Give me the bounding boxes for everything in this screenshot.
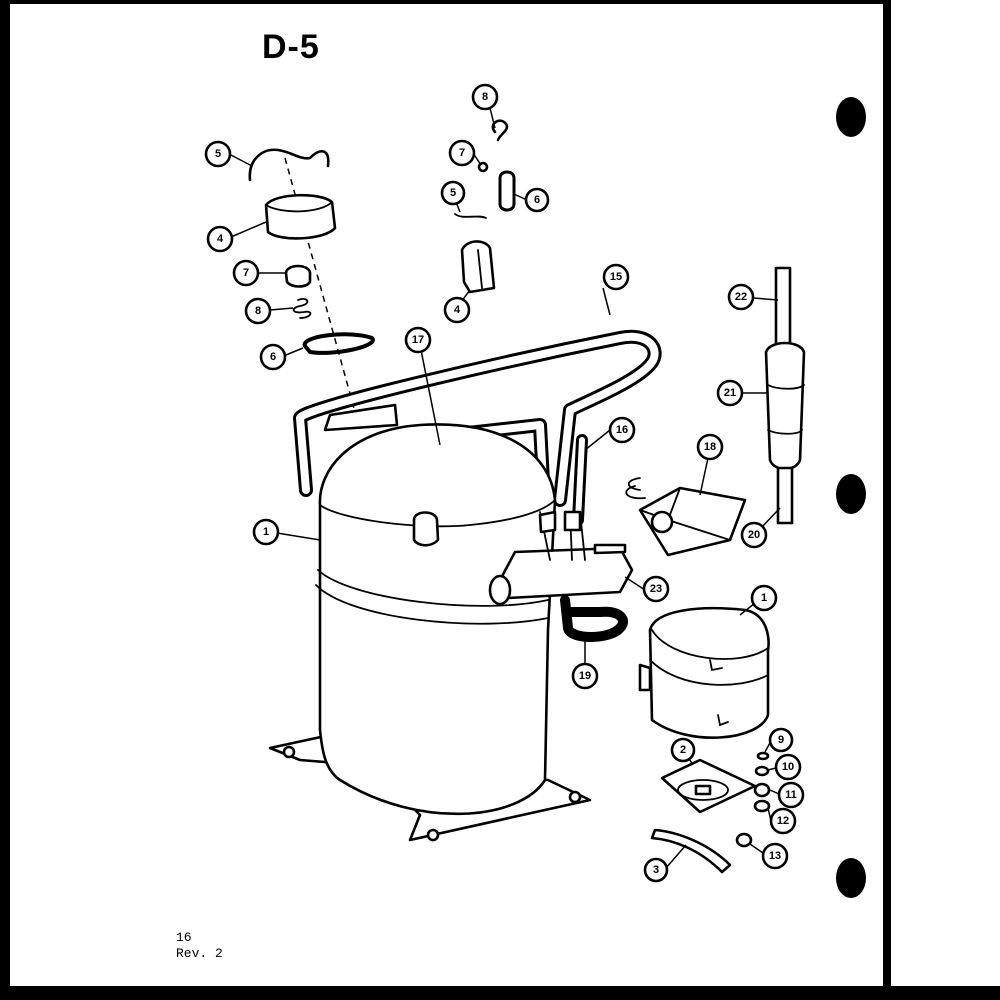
ring-clip: [498, 170, 516, 212]
svg-text:1: 1: [761, 592, 767, 604]
svg-text:16: 16: [616, 424, 628, 436]
callout-11-nut: 11: [777, 781, 805, 809]
svg-text:6: 6: [270, 351, 276, 363]
svg-text:19: 19: [579, 670, 591, 682]
callout-23-manifold: 23: [642, 575, 670, 603]
grommet-small: [753, 799, 771, 813]
svg-text:20: 20: [748, 529, 760, 541]
callout-13-bolt: 13: [761, 842, 789, 870]
callout-22-tube: 22: [727, 283, 755, 311]
relay: [625, 477, 747, 557]
callout-9-washer: 9: [768, 727, 794, 753]
discharge-tubing: [293, 329, 662, 507]
callout-19-return: 19: [571, 662, 599, 690]
callout-7-grommet: 7: [232, 259, 260, 287]
washer-1: [756, 751, 770, 761]
callout-16-process: 16: [608, 416, 636, 444]
svg-text:3: 3: [653, 864, 659, 876]
return-tube: [560, 595, 628, 642]
margin-strip: [891, 0, 1000, 1000]
callout-10-washer: 10: [774, 753, 802, 781]
callout-12-grommet: 12: [769, 807, 797, 835]
svg-text:4: 4: [454, 304, 461, 316]
diagram-title: D-5: [262, 28, 320, 66]
callout-1-compressor: 1: [252, 518, 280, 546]
svg-text:4: 4: [217, 233, 224, 245]
svg-text:21: 21: [724, 387, 736, 399]
gasket: [302, 332, 375, 355]
terminal-cover: [264, 193, 337, 240]
process-tube: [572, 434, 588, 526]
binder-hole-middle: [836, 474, 866, 514]
callout-8-hook: 8: [471, 83, 499, 111]
svg-text:8: 8: [482, 91, 488, 103]
callout-18-relay: 18: [696, 433, 724, 461]
filter-drier: [764, 266, 806, 525]
replacement-compressor: [638, 606, 770, 739]
callout-21-drier: 21: [716, 379, 744, 407]
svg-text:23: 23: [650, 583, 662, 595]
boot-cover: [460, 240, 496, 294]
grommet: [284, 264, 312, 288]
right-border: [883, 0, 891, 1000]
callout-6-ring-clip: 6: [524, 187, 550, 213]
retaining-clip: [248, 148, 330, 182]
left-border: [0, 0, 10, 1000]
compressor-shell: [268, 403, 592, 842]
callout-5-clip: 5: [204, 140, 232, 168]
svg-text:6: 6: [534, 194, 540, 206]
svg-text:9: 9: [778, 734, 784, 746]
svg-text:15: 15: [610, 271, 622, 283]
svg-text:8: 8: [255, 305, 261, 317]
spring: [292, 298, 312, 319]
wire-clip: [454, 213, 487, 219]
binder-hole-bottom: [836, 858, 866, 898]
callout-2-bracket: 2: [670, 737, 696, 763]
revision-label: Rev. 2: [176, 946, 223, 961]
svg-text:5: 5: [450, 187, 456, 199]
bottom-border: [0, 986, 1000, 1000]
svg-text:22: 22: [735, 291, 747, 303]
svg-text:7: 7: [243, 267, 249, 279]
svg-text:12: 12: [777, 815, 789, 827]
svg-text:1: 1: [263, 526, 269, 538]
svg-text:5: 5: [215, 148, 221, 160]
mounting-bracket: [660, 758, 757, 814]
callout-4-boot: 4: [443, 296, 471, 324]
callout-4-cover: 4: [206, 225, 234, 253]
washer-2: [754, 765, 770, 777]
callout-1-replacement: 1: [750, 584, 778, 612]
svg-text:10: 10: [782, 761, 794, 773]
top-border: [0, 0, 1000, 4]
hook: [491, 119, 509, 142]
manifold-tube: [488, 510, 634, 606]
callout-6-gasket: 6: [259, 343, 287, 371]
callout-20-tube: 20: [740, 521, 768, 549]
callout-3-strap: 3: [643, 857, 669, 883]
svg-text:2: 2: [680, 744, 686, 756]
page-number: 16: [176, 930, 192, 945]
callout-7-screw: 7: [448, 139, 476, 167]
strap: [650, 828, 732, 874]
svg-text:7: 7: [459, 147, 465, 159]
svg-text:11: 11: [785, 789, 797, 801]
callout-8-spring: 8: [244, 297, 272, 325]
svg-text:17: 17: [412, 334, 424, 346]
nut: [753, 782, 771, 798]
callout-17-suction: 17: [404, 326, 432, 354]
bolt: [735, 832, 753, 848]
svg-text:13: 13: [769, 850, 781, 862]
svg-text:18: 18: [704, 441, 716, 453]
page-footer: 16 Rev. 2: [176, 930, 223, 962]
callout-5-wire-clip: 5: [440, 180, 466, 206]
callout-15-tubing: 15: [602, 263, 630, 291]
binder-hole-top: [836, 97, 866, 137]
